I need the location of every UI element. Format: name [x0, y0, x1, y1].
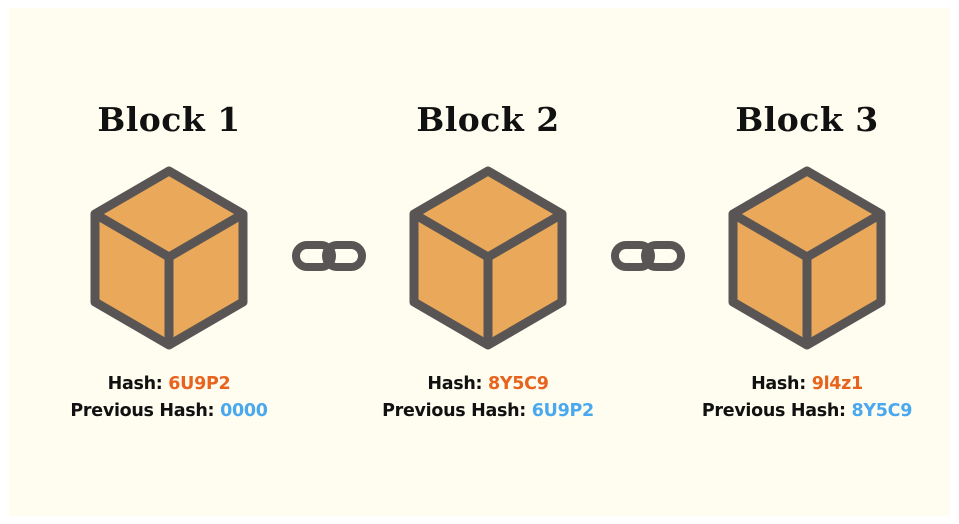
hash-value: 9l4z1	[811, 374, 864, 394]
block-title: Block 2	[416, 100, 560, 139]
block-3: Block 3 Hash: 9l4z1 Previous Hash: 8Y5C9	[677, 8, 937, 516]
hash-value: 8Y5C9	[488, 374, 549, 394]
cube-icon	[409, 166, 567, 350]
previous-hash-line: Previous Hash: 0000	[39, 401, 299, 421]
previous-hash-value: 0000	[220, 401, 268, 421]
previous-hash-line: Previous Hash: 8Y5C9	[677, 401, 937, 421]
block-1: Block 1 Hash: 6U9P2 Previous Hash: 0000	[39, 8, 299, 516]
block-2: Block 2 Hash: 8Y5C9 Previous Hash: 6U9P2	[358, 8, 618, 516]
cube-icon	[728, 166, 886, 350]
hash-label: Hash:	[427, 374, 483, 394]
previous-hash-label: Previous Hash:	[701, 401, 846, 421]
previous-hash-value: 8Y5C9	[851, 401, 913, 421]
hash-label: Hash:	[107, 374, 163, 394]
previous-hash-value: 6U9P2	[531, 401, 594, 421]
previous-hash-label: Previous Hash:	[70, 401, 215, 421]
hash-value: 6U9P2	[168, 374, 231, 394]
chain-link-icon	[611, 241, 685, 271]
hash-line: Hash: 8Y5C9	[358, 374, 618, 394]
block-title: Block 3	[735, 100, 879, 139]
diagram-canvas: Block 1 Hash: 6U9P2 Previous Hash: 0000 …	[9, 8, 950, 516]
block-title: Block 1	[97, 100, 241, 139]
previous-hash-line: Previous Hash: 6U9P2	[358, 401, 618, 421]
cube-icon	[90, 166, 248, 350]
hash-line: Hash: 9l4z1	[677, 374, 937, 394]
chain-link-icon	[292, 241, 366, 271]
hash-line: Hash: 6U9P2	[39, 374, 299, 394]
hash-label: Hash:	[751, 374, 806, 394]
previous-hash-label: Previous Hash:	[382, 401, 526, 421]
